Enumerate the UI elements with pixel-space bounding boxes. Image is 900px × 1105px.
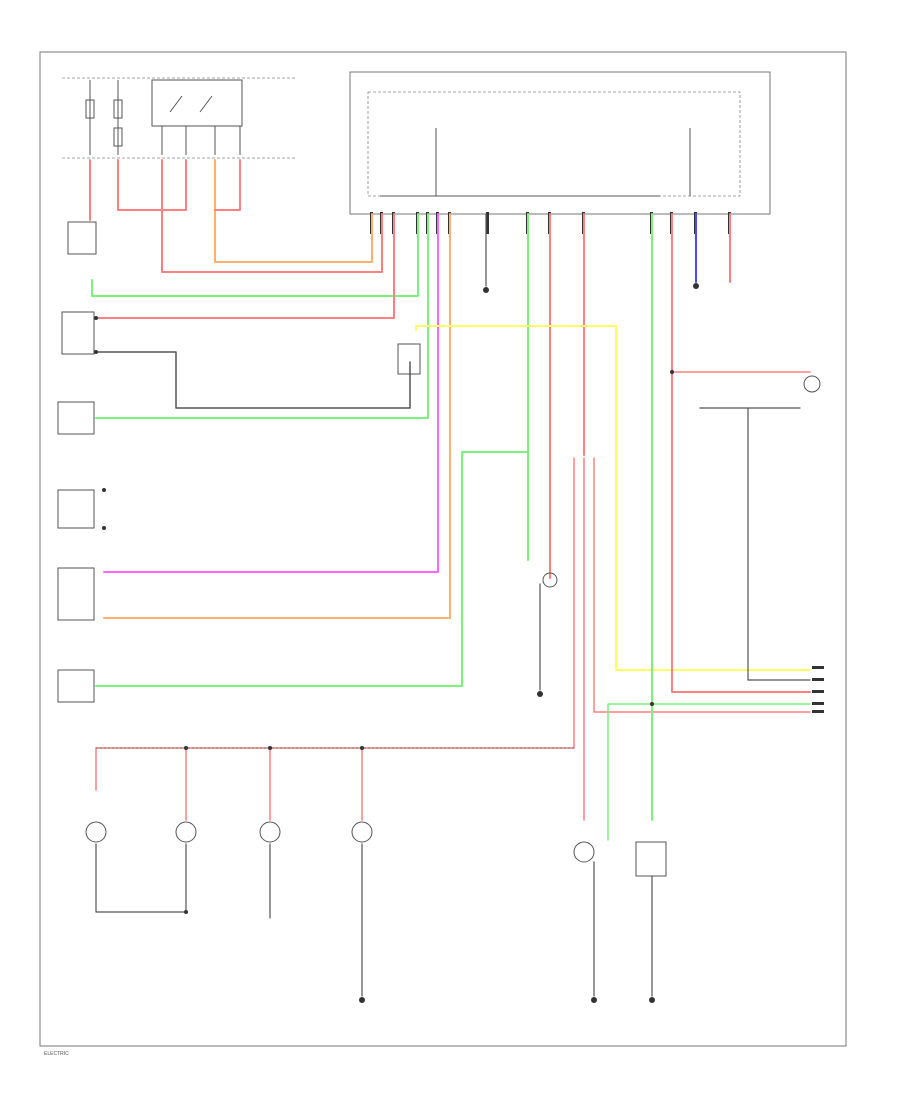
ground-icon xyxy=(483,287,489,293)
control-unit-inner xyxy=(367,91,741,197)
bulb-icon xyxy=(259,821,281,843)
footer-label: ELECTRIC xyxy=(44,1051,69,1057)
control-unit xyxy=(349,71,771,215)
ground-icon xyxy=(359,997,365,1003)
switch-icon xyxy=(67,221,97,255)
relay-icon xyxy=(151,79,243,127)
ground-icon xyxy=(591,997,597,1003)
bulb-icon xyxy=(803,375,821,393)
ground-icon xyxy=(649,997,655,1003)
grounds xyxy=(359,283,699,1003)
bulb-icon xyxy=(542,572,558,588)
bulb-icon xyxy=(175,821,197,843)
left-components xyxy=(57,221,421,703)
module-icon xyxy=(397,343,421,375)
switch-icon xyxy=(61,311,95,355)
ground-icon xyxy=(537,691,543,697)
bulb-icon xyxy=(85,821,107,843)
fuse-relay-box xyxy=(62,77,295,159)
switch-icon xyxy=(57,567,95,621)
fuse-icon xyxy=(85,99,95,119)
bulb-icon xyxy=(351,821,373,843)
switch-icon xyxy=(635,841,667,877)
splices xyxy=(94,316,674,914)
module-icon xyxy=(57,669,95,703)
lamp-row xyxy=(85,375,821,877)
fuse-icon xyxy=(113,99,123,119)
bulb-icon xyxy=(573,841,595,863)
switch-icon xyxy=(57,489,95,529)
right-connector xyxy=(812,666,824,713)
module-icon xyxy=(57,401,95,435)
diagram-border xyxy=(39,51,847,1047)
control-unit-box xyxy=(349,71,771,215)
fuse-icon xyxy=(113,127,123,147)
ground-icon xyxy=(693,283,699,289)
